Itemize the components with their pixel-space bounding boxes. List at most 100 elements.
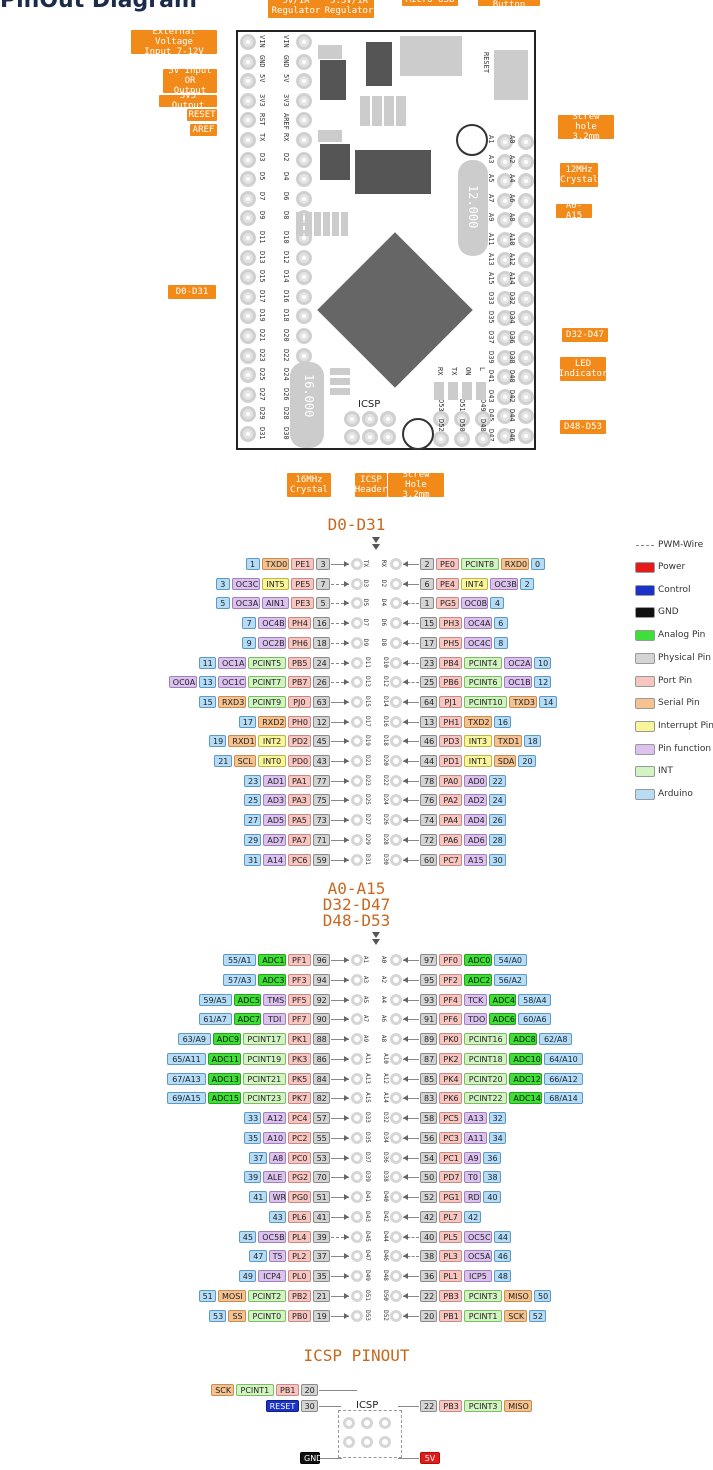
pin-label: 74 xyxy=(420,814,438,827)
connector-arrow xyxy=(344,600,349,607)
pin-label: SCK xyxy=(211,1384,234,1396)
board-pin-label: 5V xyxy=(282,74,290,83)
passive xyxy=(341,212,348,236)
pin-name: D29 xyxy=(363,833,371,845)
pin-label: 58/A4 xyxy=(518,993,552,1006)
connector-line xyxy=(331,623,349,625)
connector-line xyxy=(331,859,349,861)
connector-arrow xyxy=(344,1134,349,1141)
header-pin xyxy=(296,151,312,168)
header-pin xyxy=(518,232,534,248)
pin-label: 20 xyxy=(518,755,536,767)
connector-line xyxy=(331,682,349,684)
pin-label: PB4 xyxy=(439,656,462,669)
pin-pad xyxy=(390,1033,402,1045)
header-pin xyxy=(497,369,513,386)
board-pin-label: D4 xyxy=(282,172,290,181)
pin-label: 61/A7 xyxy=(198,1013,232,1026)
connector-line xyxy=(331,1197,349,1198)
pin-label: AD2 xyxy=(464,794,487,807)
pin-label: 95 xyxy=(420,973,438,986)
pin-label: OC2A xyxy=(504,656,532,669)
pin-label: PK7 xyxy=(288,1092,311,1105)
pin-label: 70 xyxy=(312,1171,330,1184)
connector-line xyxy=(331,564,349,565)
pin-label: 7 xyxy=(242,617,257,630)
pin-label: PK2 xyxy=(439,1052,462,1065)
legend-swatch xyxy=(635,607,655,619)
pin-label: PH1 xyxy=(439,715,462,728)
pin-label: PK3 xyxy=(288,1052,311,1065)
pin-label: 92 xyxy=(312,993,330,1006)
pin-label: 9 xyxy=(242,636,257,649)
pin-pad xyxy=(390,715,402,728)
pin-label: PB5 xyxy=(288,656,311,669)
pin-label: 62/A8 xyxy=(539,1033,573,1045)
connector-line xyxy=(331,1236,349,1238)
connector-line xyxy=(403,1276,419,1277)
legend-label: Control xyxy=(658,584,691,595)
pin-label: 96 xyxy=(312,954,330,966)
connector-arrow xyxy=(344,1154,349,1161)
board-pin-label: D42 xyxy=(508,389,516,403)
connector-arrow xyxy=(403,639,408,646)
connector-line xyxy=(403,839,419,841)
pin-label: ADC12 xyxy=(509,1072,543,1085)
pin-name: D45 xyxy=(363,1230,371,1242)
pin-label: 5 xyxy=(316,597,330,610)
pin-label: 97 xyxy=(420,954,438,966)
connector-line xyxy=(403,859,419,861)
legend-label: Power xyxy=(658,562,686,572)
pin-label: 14 xyxy=(539,695,557,708)
board-pin-label: A7 xyxy=(487,193,495,203)
header-pin xyxy=(497,408,513,425)
pin-label: 38 xyxy=(483,1171,501,1184)
header-pin xyxy=(240,190,256,207)
pin-label: T5 xyxy=(268,1250,286,1263)
connector-line xyxy=(403,1177,419,1179)
top-label: 5V/1A Regulator xyxy=(268,0,324,18)
header-pin xyxy=(518,388,534,405)
pin-label: 86 xyxy=(312,1052,330,1065)
pin-pad xyxy=(390,636,402,649)
connector-arrow xyxy=(344,620,349,627)
connector-arrow xyxy=(403,996,408,1003)
board-pin-label: D16 xyxy=(282,289,290,303)
header-pin xyxy=(296,190,312,207)
header-pin xyxy=(497,232,513,248)
board-pin-label: D50 xyxy=(458,419,466,432)
header-pin xyxy=(518,369,534,386)
connector-line xyxy=(331,1177,349,1179)
pin-label: 52 xyxy=(528,1309,547,1322)
pin-label: TDO xyxy=(464,1013,487,1026)
header-pin xyxy=(296,171,312,188)
pin-label: PCINT3 xyxy=(464,1400,503,1412)
pin-name: D8 xyxy=(380,638,388,646)
connector-line xyxy=(331,1157,349,1159)
board-pin-label: 5V xyxy=(258,74,266,83)
pin-label: 8 xyxy=(493,636,508,649)
board-pin-label: D24 xyxy=(282,368,290,381)
pin-label: 23 xyxy=(244,774,262,787)
pin-label: A14 xyxy=(263,853,286,866)
header-pin xyxy=(240,210,256,227)
reset-button xyxy=(494,50,528,100)
pin-name: D28 xyxy=(381,833,389,845)
pin-name: D27 xyxy=(363,814,371,826)
header-pin xyxy=(454,411,470,427)
pin-label: 3 xyxy=(215,577,230,590)
pin-label: 24 xyxy=(488,794,506,807)
connector-arrow xyxy=(403,1273,408,1279)
icsp-pad xyxy=(343,1436,355,1448)
board-pin-label: D6 xyxy=(282,191,290,201)
connector-line xyxy=(331,780,349,782)
pin-label: 36 xyxy=(483,1151,501,1164)
icsp-pad xyxy=(361,1417,373,1429)
icsp-pin xyxy=(380,411,396,427)
legend-swatch xyxy=(635,562,655,573)
board-pin-label: D27 xyxy=(258,387,266,401)
board-pin-label: D8 xyxy=(282,211,290,220)
connector-arrow xyxy=(344,1095,349,1102)
pin-label: 44 xyxy=(493,1230,512,1243)
header-pin xyxy=(240,112,256,129)
